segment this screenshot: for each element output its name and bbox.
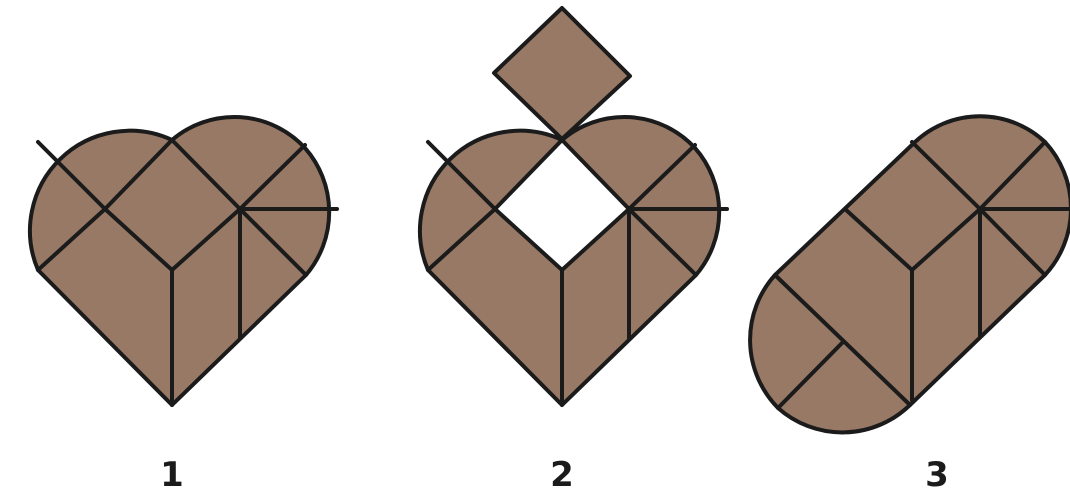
figure-label: 3 — [925, 455, 949, 493]
figure-2-heart-hole: 2 — [420, 8, 727, 493]
figure-label: 2 — [550, 455, 574, 493]
figure-1-heart: 1 — [30, 117, 337, 493]
figure-label: 1 — [160, 455, 184, 493]
figure-3-strip: 3 — [750, 116, 1070, 493]
